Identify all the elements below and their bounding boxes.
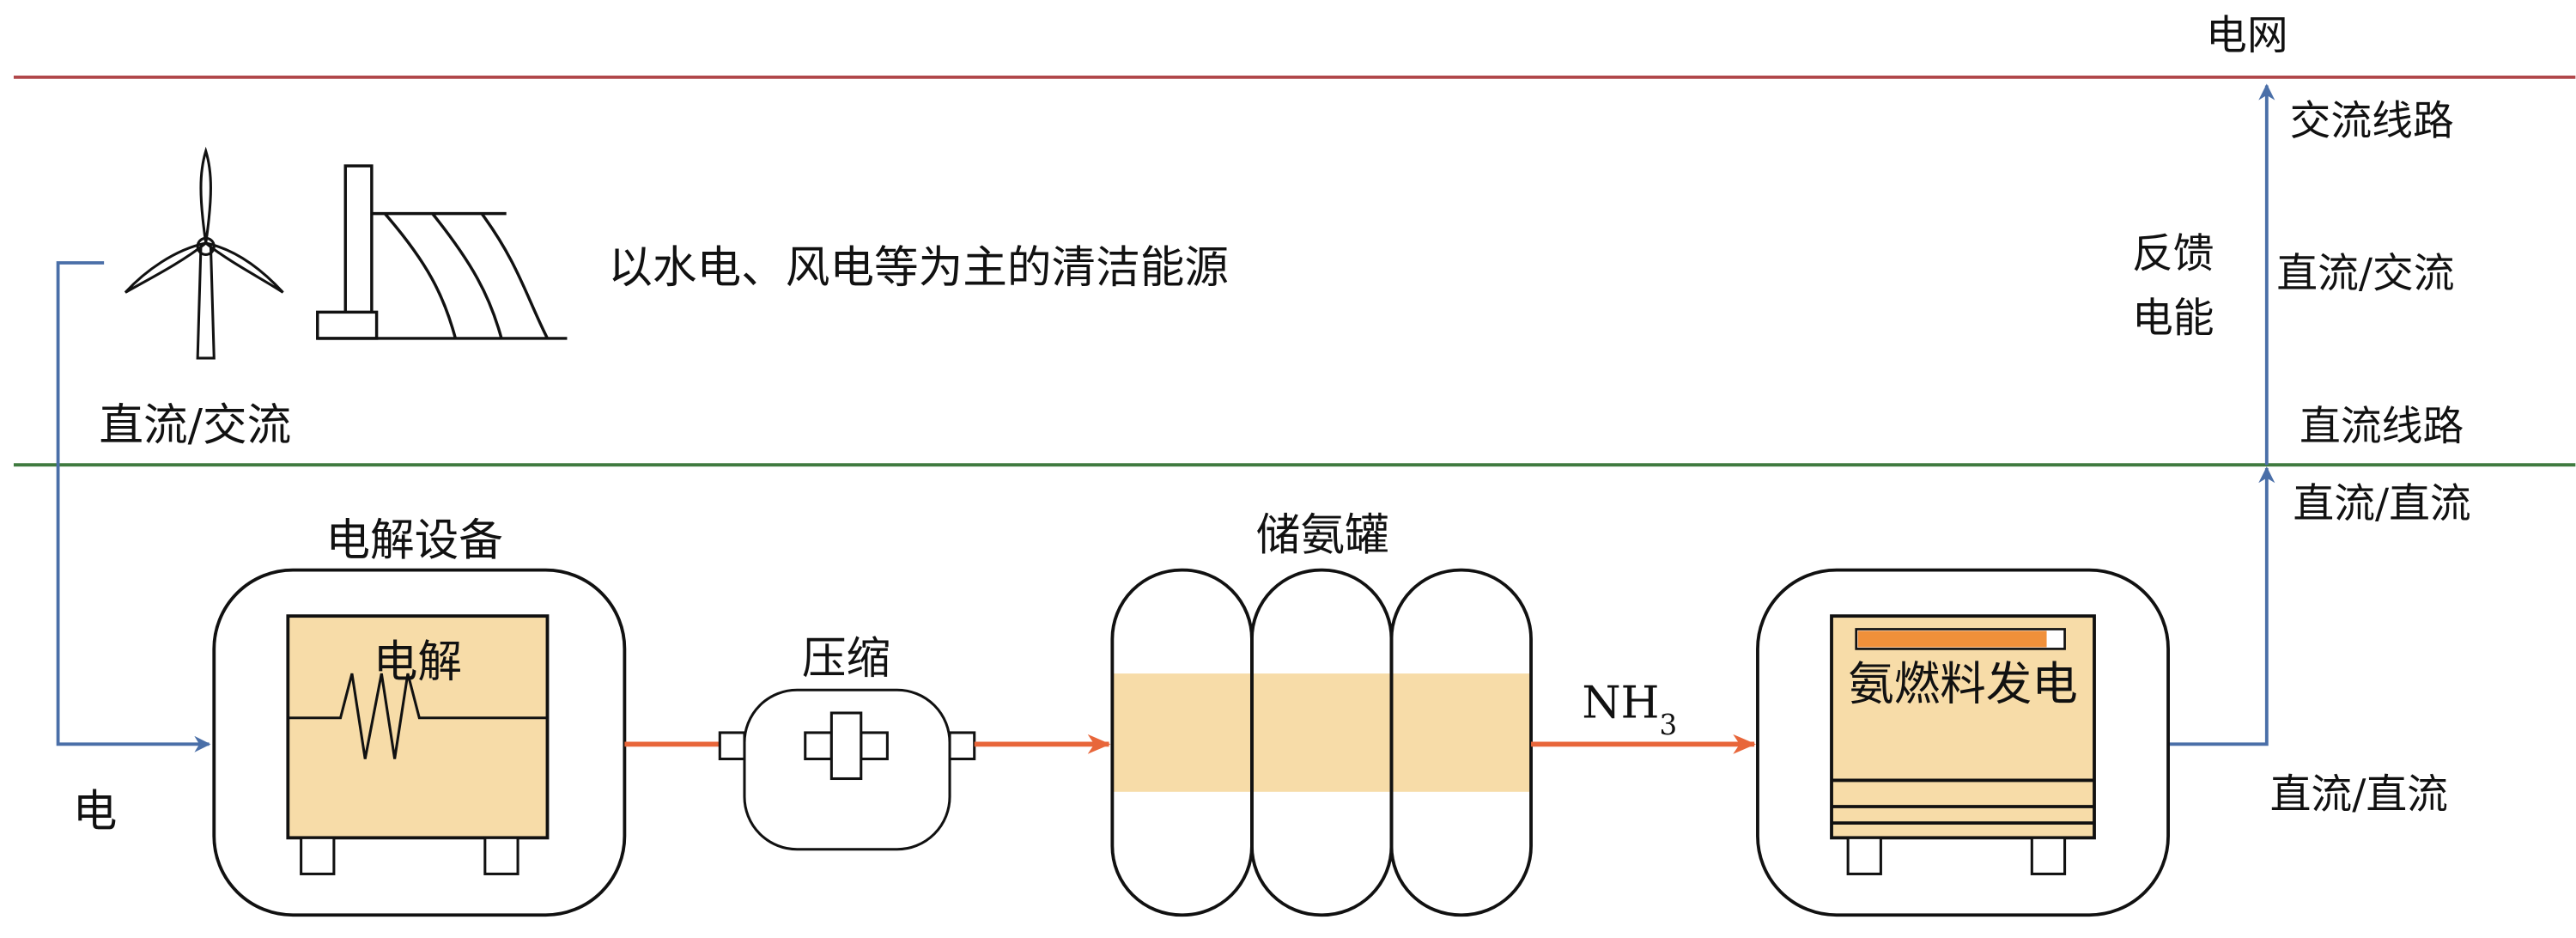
electrolysis-inner-label: 电解: [374, 636, 462, 688]
resistor-icon: [288, 673, 548, 759]
electrolysis-title: 电解设备: [325, 515, 503, 566]
source-converter-label: 直流/交流: [99, 400, 291, 452]
dc-line-label: 直流线路: [2300, 404, 2464, 451]
generator-output-converter-label: 直流/直流: [2270, 771, 2448, 819]
generator-label: 氨燃料发电: [1848, 657, 2078, 711]
converter-lower-label: 直流/直流: [2293, 480, 2470, 527]
feedback-label-2: 电能: [2132, 295, 2215, 342]
ammonia-generator: [1756, 568, 2170, 917]
compressor-icon: [718, 688, 976, 851]
source-power-line: [56, 261, 211, 752]
feedback-label-1: 反馈: [2132, 231, 2215, 278]
compression-label: 压缩: [802, 633, 890, 685]
storage-title: 储氨罐: [1256, 510, 1389, 562]
converter-upper-label: 直流/交流: [2276, 251, 2454, 298]
electricity-label: 电: [73, 786, 118, 838]
ac-line-label: 交流线路: [2290, 98, 2454, 145]
nh3-label: NH3: [1582, 678, 1677, 741]
feedback-power-line: [2168, 466, 2275, 746]
wind-turbine-icon: [124, 146, 284, 360]
electrolysis-equipment: [212, 568, 627, 917]
hydro-dam-icon: [316, 164, 568, 340]
clean-energy-label: 以水电、风电等为主的清洁能源: [608, 242, 1229, 294]
ammonia-storage-tanks: [1110, 568, 1533, 917]
grid-label: 电网: [2206, 12, 2288, 59]
